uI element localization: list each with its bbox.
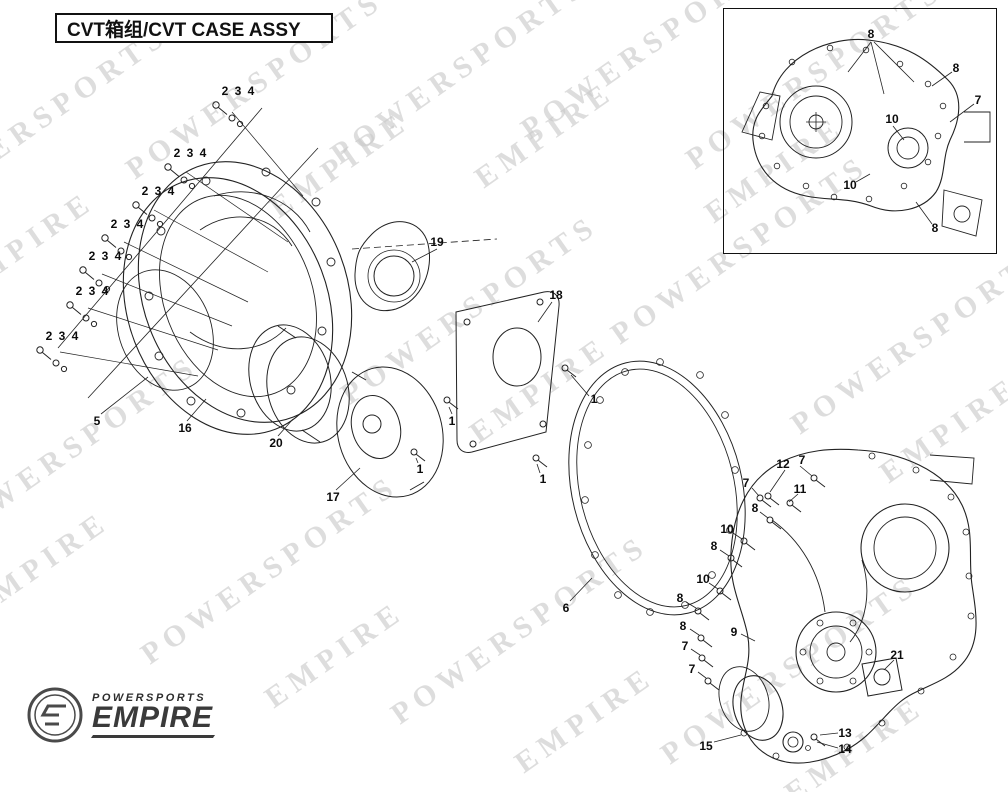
inset-view-frame [723,8,997,254]
crankcase-art [718,448,977,764]
logo-underline [90,734,216,738]
brand-name-top: POWERSPORTS [92,692,207,705]
empire-logo-icon [27,687,83,743]
page-title: CVT箱组/CVT CASE ASSY [55,13,333,43]
cvt-cover-art [116,161,353,435]
fastener-stacks [36,101,304,377]
clutch-cover-art [336,366,444,498]
leader-lines [100,248,895,749]
brand-name-bottom: EMPIRE [92,701,214,735]
gasket-art [568,358,746,616]
air-duct-art [354,221,430,311]
brand-logo: POWERSPORTS EMPIRE [26,686,216,744]
inner-cover-art [248,324,350,444]
inset-assembly-art [741,38,991,237]
inner-plate-art [455,291,560,453]
right-fasteners-art [694,474,826,751]
bracket-art [861,657,903,697]
